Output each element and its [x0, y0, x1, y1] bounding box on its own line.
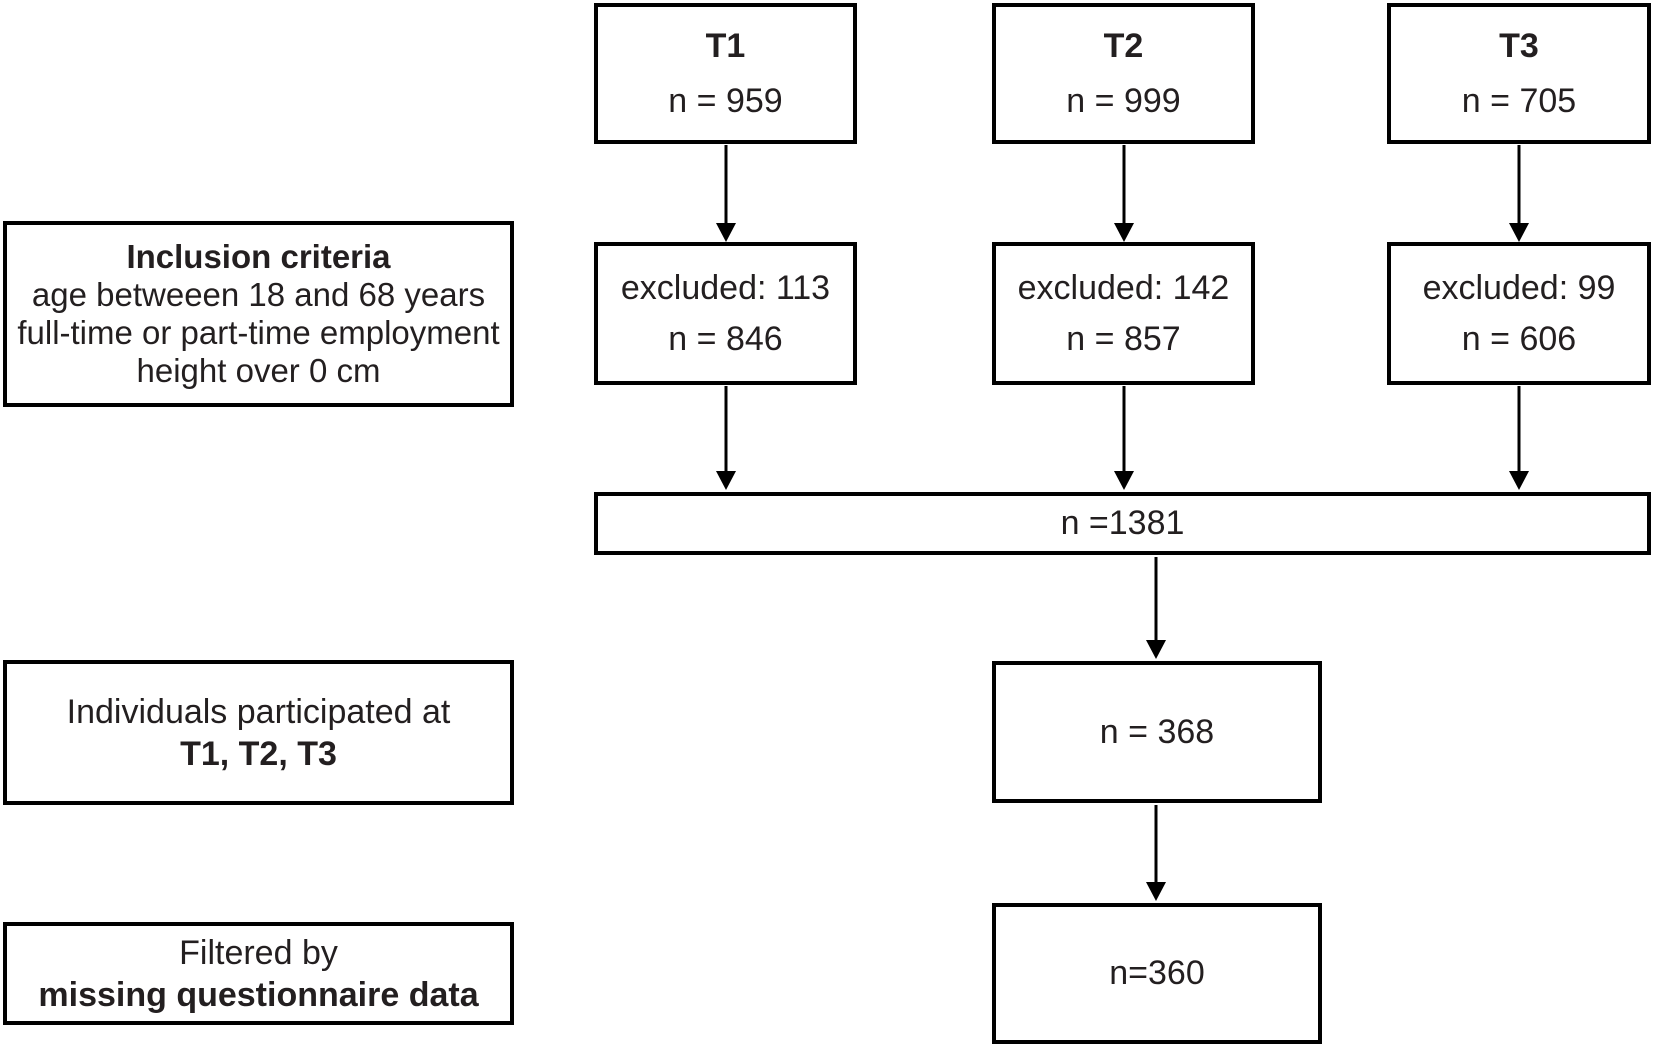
t1-title: T1 — [705, 26, 746, 65]
t3-excluded-count: excluded: 99 — [1422, 268, 1616, 307]
arrow-pooled-to-participated — [1146, 557, 1166, 659]
t1-excluded-box: excluded: 113 n = 846 — [594, 242, 857, 385]
arrow-t3-to-excluded — [1509, 145, 1529, 242]
filtered-count: n=360 — [1109, 954, 1205, 992]
filtered-label-line1: Filtered by — [179, 933, 338, 972]
pooled-sample-box: n =1381 — [594, 492, 1651, 555]
participated-count-box: n = 368 — [992, 661, 1322, 803]
t1-count: n = 959 — [668, 81, 783, 120]
inclusion-criteria-box: Inclusion criteria age betweeen 18 and 6… — [3, 221, 514, 407]
t3-box: T3 n = 705 — [1387, 3, 1651, 144]
t2-title: T2 — [1103, 26, 1144, 65]
pooled-sample-count: n =1381 — [1060, 504, 1185, 542]
t2-excluded-box: excluded: 142 n = 857 — [992, 242, 1255, 385]
participated-label-line2: T1, T2, T3 — [180, 734, 337, 773]
participated-label-line1: Individuals participated at — [66, 692, 451, 731]
filtered-count-box: n=360 — [992, 903, 1322, 1044]
t2-box: T2 n = 999 — [992, 3, 1255, 144]
t2-count: n = 999 — [1066, 81, 1181, 120]
t2-remaining-count: n = 857 — [1066, 319, 1181, 358]
t3-remaining-count: n = 606 — [1461, 319, 1577, 358]
inclusion-criteria-title: Inclusion criteria — [126, 238, 391, 275]
t3-count: n = 705 — [1461, 81, 1577, 120]
t1-remaining-count: n = 846 — [668, 319, 783, 358]
inclusion-criteria-line-height: height over 0 cm — [136, 352, 381, 389]
arrow-t1-to-excluded — [716, 145, 736, 242]
participated-count: n = 368 — [1099, 712, 1215, 751]
filtered-label-box: Filtered by missing questionnaire data — [3, 922, 514, 1025]
inclusion-criteria-line-age: age betweeen 18 and 68 years — [31, 276, 486, 313]
t1-excluded-count: excluded: 113 — [620, 268, 831, 307]
arrow-excluded2-to-pooled — [1114, 386, 1134, 490]
inclusion-criteria-line-employment: full-time or part-time employment — [17, 314, 500, 351]
t1-box: T1 n = 959 — [594, 3, 857, 144]
t3-title: T3 — [1499, 26, 1539, 65]
t2-excluded-count: excluded: 142 — [1017, 268, 1230, 307]
filtered-label-line2: missing questionnaire data — [38, 975, 479, 1014]
t3-excluded-box: excluded: 99 n = 606 — [1387, 242, 1651, 385]
arrow-excluded1-to-pooled — [716, 386, 736, 490]
arrow-participated-to-filtered — [1146, 805, 1166, 901]
arrow-excluded3-to-pooled — [1509, 386, 1529, 490]
participated-label-box: Individuals participated at T1, T2, T3 — [3, 660, 514, 805]
arrow-t2-to-excluded — [1114, 145, 1134, 242]
